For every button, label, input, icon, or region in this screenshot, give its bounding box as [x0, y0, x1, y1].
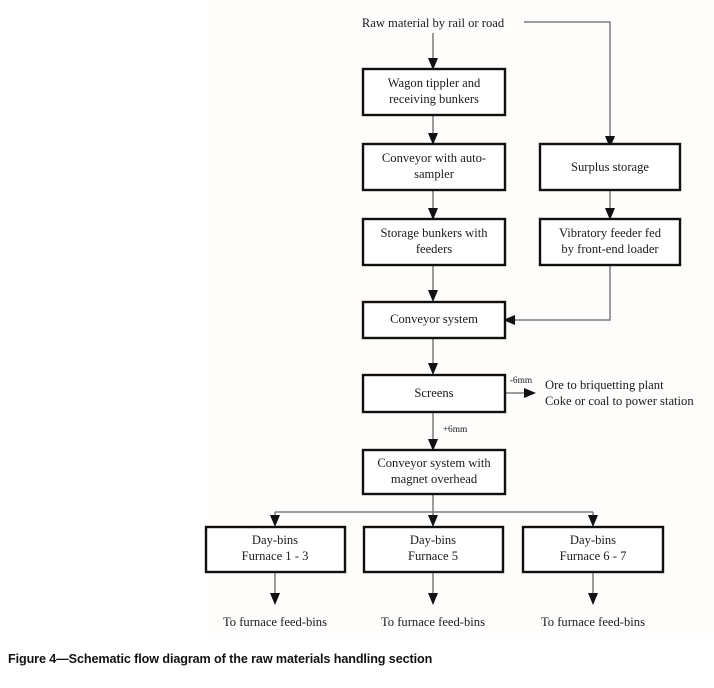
connector-layer: [270, 21, 615, 605]
node-surplus-storage-line1: Surplus storage: [571, 160, 649, 174]
arrowhead-surplus-storage: [605, 136, 615, 148]
arrowhead-feedbins-mid: [428, 593, 438, 605]
node-conveyor-auto-line2: sampler: [414, 167, 455, 181]
node-conveyor-with-auto-sampler[interactable]: Conveyor with auto- sampler: [361, 142, 507, 192]
arrowhead-conveyor-magnet: [428, 439, 438, 451]
arrowhead-feedbins-left: [270, 593, 280, 605]
arrowhead-wagon-tippler: [428, 58, 438, 70]
furnace-feed-label-right: To furnace feed-bins: [541, 615, 645, 629]
flow-diagram: Raw material by rail or road -6mm +6mm O…: [204, 16, 694, 629]
node-daybins-1-3-line2: Furnace 1 - 3: [242, 549, 309, 563]
node-storage-bunkers-line1: Storage bunkers with: [380, 226, 488, 240]
node-wagon-tippler[interactable]: Wagon tippler and receiving bunkers: [361, 67, 507, 117]
node-storage-bunkers-with-feeders[interactable]: Storage bunkers with feeders: [361, 217, 507, 267]
node-vibratory-line1: Vibratory feeder fed: [559, 226, 662, 240]
node-daybins-5-line2: Furnace 5: [408, 549, 458, 563]
node-conveyor-system[interactable]: Conveyor system: [361, 300, 507, 340]
link-source-to-surplus-storage: [524, 21, 611, 141]
arrowhead-daybins-6-7: [588, 515, 598, 527]
furnace-feed-label-mid: To furnace feed-bins: [381, 615, 485, 629]
link-vibratory-to-conveyor-system: [511, 265, 611, 321]
furnace-feed-label-left: To furnace feed-bins: [223, 615, 327, 629]
node-wagon-tippler-line1: Wagon tippler and: [388, 76, 481, 90]
node-conveyor-magnet-line2: magnet overhead: [391, 472, 478, 486]
arrowhead-conveyor-system-side: [503, 315, 515, 325]
node-vibratory-feeder[interactable]: Vibratory feeder fed by front-end loader: [538, 217, 682, 267]
arrowhead-conveyor-system: [428, 290, 438, 302]
figure-caption: Figure 4—Schematic flow diagram of the r…: [8, 652, 433, 666]
screens-output-line-1: Ore to briquetting plant: [545, 378, 664, 392]
arrowhead-storage-bunkers: [428, 208, 438, 220]
source-label: Raw material by rail or road: [362, 16, 505, 30]
node-daybins-furnace-6-7[interactable]: Day-bins Furnace 6 - 7: [521, 525, 665, 574]
arrowhead-daybins-5: [428, 515, 438, 527]
node-daybins-6-7-line1: Day-bins: [570, 533, 616, 547]
node-daybins-1-3-line1: Day-bins: [252, 533, 298, 547]
node-screens-line1: Screens: [414, 386, 453, 400]
node-conveyor-magnet-line1: Conveyor system with: [377, 456, 491, 470]
arrowhead-screens-undersize: [524, 388, 536, 398]
edge-label-oversize: +6mm: [443, 425, 468, 435]
arrowhead-conveyor-auto: [428, 133, 438, 145]
node-daybins-furnace-1-3[interactable]: Day-bins Furnace 1 - 3: [204, 525, 347, 574]
node-screens[interactable]: Screens: [361, 373, 507, 414]
node-storage-bunkers-line2: feeders: [416, 242, 452, 256]
arrowhead-daybins-1-3: [270, 515, 280, 527]
node-surplus-storage[interactable]: Surplus storage: [538, 142, 682, 192]
node-daybins-6-7-line2: Furnace 6 - 7: [560, 549, 627, 563]
node-vibratory-line2: by front-end loader: [561, 242, 659, 256]
arrowhead-vibratory: [605, 208, 615, 220]
arrowhead-feedbins-right: [588, 593, 598, 605]
arrowhead-screens: [428, 363, 438, 375]
node-conveyor-system-with-magnet[interactable]: Conveyor system with magnet overhead: [361, 448, 507, 496]
node-conveyor-system-line1: Conveyor system: [390, 312, 478, 326]
node-wagon-tippler-line2: receiving bunkers: [389, 92, 479, 106]
node-daybins-5-line1: Day-bins: [410, 533, 456, 547]
screens-output-line-2: Coke or coal to power station: [545, 394, 694, 408]
edge-label-undersize: -6mm: [510, 376, 533, 386]
node-daybins-furnace-5[interactable]: Day-bins Furnace 5: [362, 525, 505, 574]
node-conveyor-auto-line1: Conveyor with auto-: [382, 151, 486, 165]
